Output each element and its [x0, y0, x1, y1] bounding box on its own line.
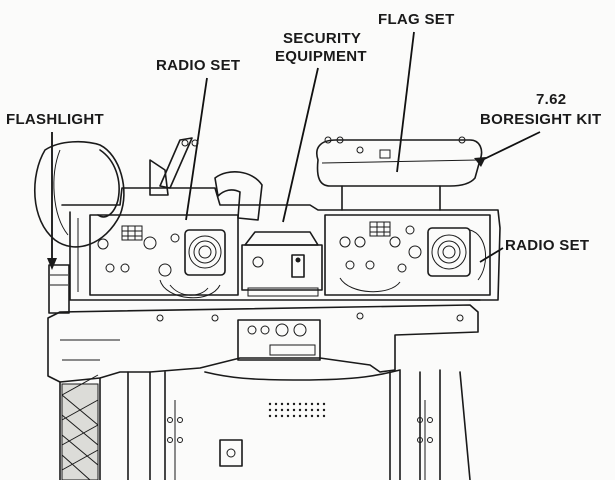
boresight-leader: [477, 131, 541, 163]
flashlight-label: FLASHLIGHT: [6, 111, 104, 128]
security-equipment-label-line1: SECURITY: [283, 30, 361, 47]
security-equipment: [241, 231, 323, 297]
boresight-label-line2: BORESIGHT KIT: [480, 111, 601, 128]
chassis-bottom: [59, 369, 471, 480]
flag-set-leader: [396, 31, 415, 173]
leader-lines: [47, 31, 541, 270]
radio-set-top-leader: [185, 77, 208, 221]
radio-set-right: [324, 214, 491, 296]
boresight-label-line1: 7.62: [536, 91, 566, 108]
equipment-rack: [61, 136, 501, 301]
radio-set-right-label: RADIO SET: [505, 237, 589, 254]
radio-set-top-label: RADIO SET: [156, 57, 240, 74]
flashlight-arrowhead: [47, 258, 57, 270]
security-equipment-leader: [282, 67, 319, 223]
radio-set-left: [89, 214, 239, 299]
flag-set-label: FLAG SET: [378, 11, 455, 28]
lower-structure: [47, 304, 479, 383]
flashlight-drawing: [33, 140, 125, 314]
textured-panel: [61, 383, 99, 480]
flag-set-case: [316, 136, 483, 211]
security-equipment-label-line2: EQUIPMENT: [275, 48, 367, 65]
vent-dots: [268, 402, 326, 418]
